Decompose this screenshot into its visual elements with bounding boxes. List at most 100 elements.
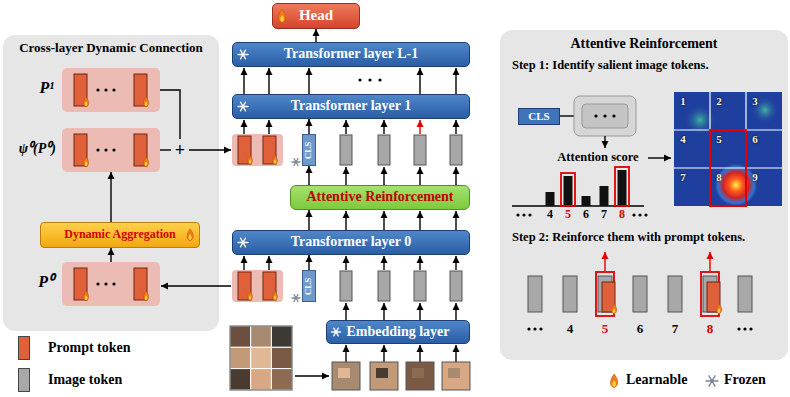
flame-icon bbox=[83, 291, 88, 301]
node-title: Attentive Reinforcement bbox=[500, 36, 788, 52]
wire-line bbox=[745, 92, 746, 206]
flame-outer bbox=[611, 304, 616, 314]
photo-cell bbox=[271, 326, 292, 347]
photo-frame bbox=[230, 326, 292, 390]
flame-outer bbox=[248, 292, 253, 301]
flame-inner bbox=[145, 161, 148, 166]
snowflake-arm bbox=[238, 242, 248, 243]
arrow-line bbox=[383, 211, 384, 230]
flame-inner bbox=[274, 159, 276, 164]
arrow-line bbox=[419, 120, 420, 134]
score-bar bbox=[600, 186, 609, 206]
flame-inner bbox=[718, 308, 721, 313]
snowflake-icon bbox=[238, 102, 248, 111]
snowflake-arm bbox=[294, 159, 298, 166]
snowflake-core bbox=[242, 105, 245, 108]
prompt-group bbox=[232, 134, 283, 166]
ellipsis-dot bbox=[104, 282, 107, 285]
wire-line bbox=[512, 205, 644, 206]
image-token bbox=[378, 135, 390, 165]
snowflake-core bbox=[242, 241, 245, 244]
ellipsis-dot bbox=[112, 282, 115, 285]
image-patch bbox=[406, 362, 434, 390]
highlight-box bbox=[596, 272, 614, 316]
prompt-token bbox=[74, 268, 87, 300]
flame-icon bbox=[248, 156, 253, 165]
arrow-line bbox=[455, 211, 456, 230]
score-bar bbox=[618, 170, 627, 206]
arrow-line bbox=[295, 375, 329, 376]
image-token bbox=[414, 271, 426, 301]
ellipsis-dot bbox=[594, 114, 597, 117]
prompt-group: P¹ bbox=[62, 68, 160, 112]
score-bar bbox=[582, 196, 591, 206]
legend-label: Image token bbox=[48, 372, 122, 388]
image-token bbox=[738, 276, 752, 312]
token-index: 6 bbox=[637, 322, 644, 337]
flow-arrow bbox=[308, 119, 309, 134]
arrow-line bbox=[243, 256, 244, 270]
arrow-line bbox=[709, 252, 710, 271]
arrow-line bbox=[419, 303, 420, 320]
prompt-token bbox=[707, 282, 720, 312]
snowflake-core bbox=[335, 331, 338, 334]
prompt-token bbox=[602, 282, 615, 312]
snowflake-arm bbox=[238, 106, 248, 107]
arrow-line bbox=[243, 120, 244, 134]
snowflake-icon bbox=[292, 159, 300, 166]
patch-detail bbox=[376, 368, 388, 378]
ellipsis-dot bbox=[368, 78, 371, 81]
photo-cell bbox=[271, 347, 292, 368]
prompt-token bbox=[263, 136, 276, 164]
heatmap-index: 4 bbox=[680, 133, 686, 146]
snowflake-core bbox=[242, 53, 245, 56]
prompt-group: ψ⁰(P⁰) bbox=[62, 128, 160, 172]
patch-detail bbox=[338, 368, 350, 378]
node-label: CLS bbox=[528, 110, 549, 123]
flame-icon bbox=[143, 97, 148, 107]
token-index: 8 bbox=[707, 322, 714, 337]
image-token bbox=[703, 276, 717, 312]
token-index: 4 bbox=[567, 322, 574, 337]
image-token bbox=[598, 276, 612, 312]
step-title: Step 1: Identify salient image tokens. bbox=[512, 58, 784, 72]
heat-spot bbox=[751, 96, 779, 124]
highlight-box bbox=[710, 130, 746, 206]
layer-box: Embedding layer bbox=[326, 320, 470, 344]
image-token bbox=[414, 135, 426, 165]
flame-inner bbox=[280, 15, 284, 22]
image-token bbox=[528, 276, 542, 312]
ellipsis-dot bbox=[522, 213, 525, 216]
flame-icon bbox=[83, 157, 88, 167]
arrow-line bbox=[268, 256, 269, 270]
flame-outer bbox=[83, 157, 88, 167]
arrow-line bbox=[345, 167, 346, 185]
snowflake-core bbox=[710, 379, 714, 383]
heat-spot bbox=[684, 104, 716, 136]
wire-line bbox=[674, 167, 782, 168]
node-label: Head bbox=[299, 7, 333, 24]
arrow-line bbox=[455, 345, 456, 362]
snowflake-arm bbox=[294, 159, 298, 166]
wire-line bbox=[560, 115, 574, 116]
ellipsis-dot bbox=[104, 148, 107, 151]
arrow-line bbox=[455, 303, 456, 320]
ellipsis-dot bbox=[378, 78, 381, 81]
arrow-line bbox=[268, 120, 269, 134]
arrow-line bbox=[383, 167, 384, 185]
step-title: Step 2: Reinforce them with prompt token… bbox=[512, 230, 784, 244]
arrow-line bbox=[419, 256, 420, 270]
ellipsis-dot bbox=[638, 213, 641, 216]
heatmap-index: 7 bbox=[680, 171, 686, 184]
node-label: Dynamic Aggregation bbox=[64, 228, 175, 242]
image-token bbox=[340, 271, 352, 301]
flame-inner bbox=[249, 159, 251, 164]
prompt-token bbox=[74, 134, 87, 166]
snowflake-arm bbox=[241, 102, 246, 111]
snowflake-arm bbox=[709, 376, 715, 386]
snowflake-arm bbox=[709, 376, 715, 386]
flame-outer bbox=[273, 292, 278, 301]
group-panel: P¹ψ⁰(P⁰)Dynamic AggregationP⁰Cross-layer… bbox=[3, 35, 219, 331]
highlight-box bbox=[615, 167, 629, 206]
heatmap-index: 9 bbox=[752, 171, 758, 184]
